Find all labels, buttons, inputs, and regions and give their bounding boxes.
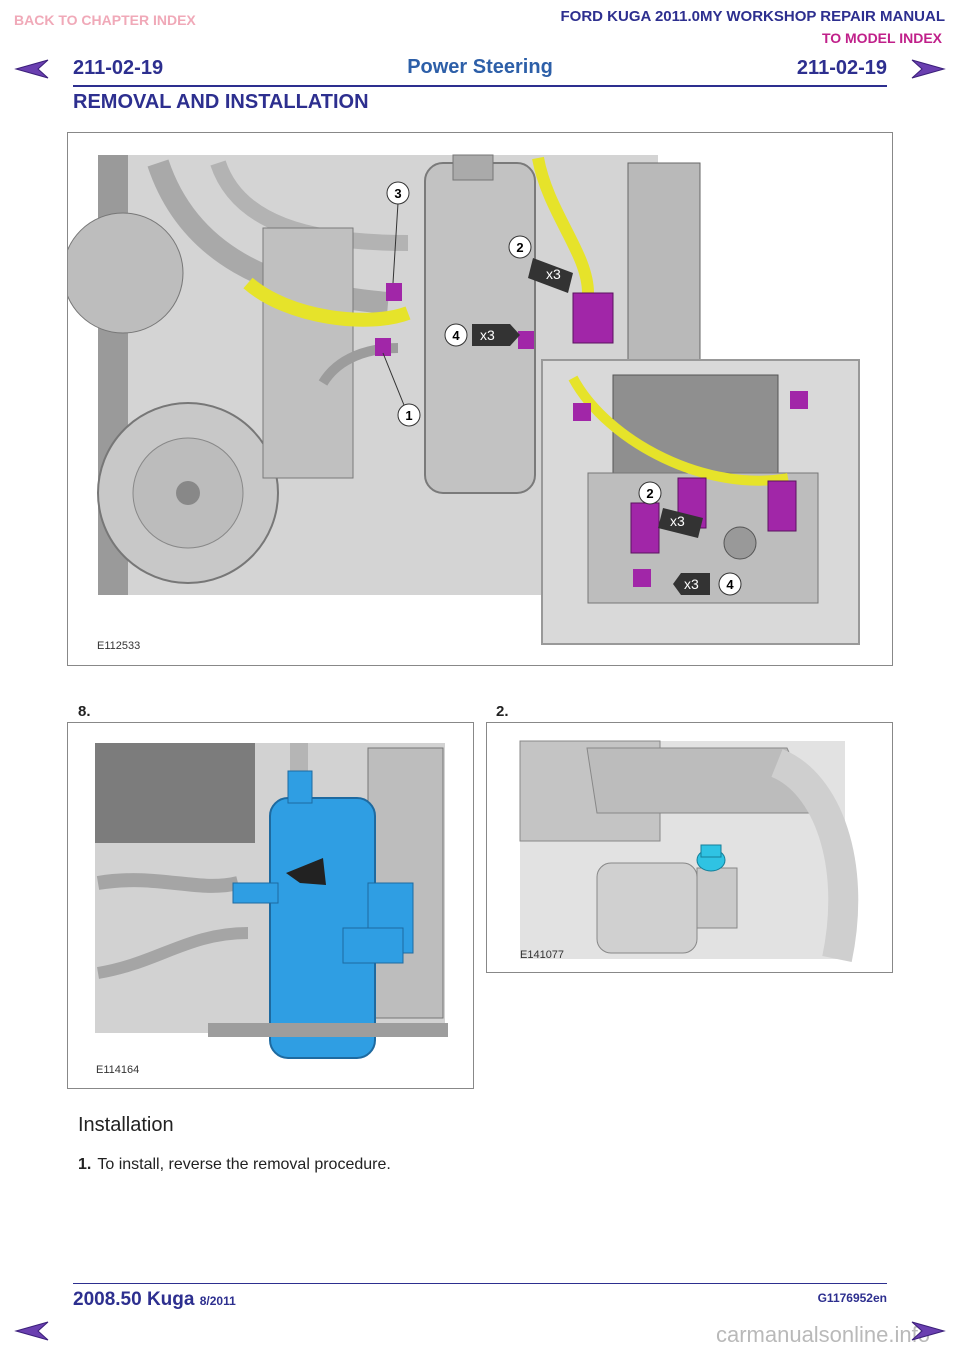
svg-text:x3: x3 [670, 513, 685, 529]
detail-inset: 2 x3 x3 4 [541, 359, 860, 645]
multiplier-x3-upper: x3 [528, 258, 573, 293]
footer-date: 8/2011 [199, 1294, 236, 1308]
svg-text:4: 4 [452, 328, 460, 343]
engine-bay-drawing [519, 740, 859, 963]
pump-removal-drawing [95, 743, 448, 1059]
svg-text:1: 1 [405, 408, 412, 423]
footer-model: 2008.50 Kuga 8/2011 [73, 1289, 236, 1311]
figure-label: E114164 [96, 1064, 140, 1076]
svg-text:2: 2 [646, 486, 653, 501]
next-page-arrow-icon[interactable] [910, 1320, 946, 1342]
svg-text:x3: x3 [546, 266, 561, 282]
page-number-left: 211-02-19 [73, 57, 164, 79]
footer-model-name: 2008.50 Kuga [73, 1289, 195, 1310]
manual-title: FORD KUGA 2011.0MY WORKSHOP REPAIR MANUA… [560, 8, 946, 25]
step-2-illustration: E141077 [486, 722, 893, 973]
header-rule [73, 85, 887, 87]
main-illustration: 3 2 x3 4 x3 1 [67, 132, 893, 666]
installation-step-text: To install, reverse the removal procedur… [97, 1156, 391, 1173]
step-2-number: 2. [496, 703, 509, 720]
back-to-chapter-index-link[interactable]: BACK TO CHAPTER INDEX [14, 12, 196, 28]
callout-1: 1 [382, 352, 421, 427]
callout-4: 4 [444, 323, 468, 347]
pump-assembly-drawing: 3 2 x3 4 x3 1 [68, 154, 860, 645]
svg-text:x3: x3 [684, 576, 699, 592]
watermark: carmanualsonline.info [715, 1322, 930, 1347]
to-model-index-link[interactable]: TO MODEL INDEX [821, 30, 942, 46]
previous-page-arrow-icon[interactable] [14, 58, 50, 80]
svg-text:4: 4 [726, 577, 734, 592]
step-8-number: 8. [78, 703, 91, 720]
next-page-arrow-icon[interactable] [910, 58, 946, 80]
multiplier-x3-middle: x3 [472, 324, 520, 346]
svg-text:3: 3 [394, 186, 401, 201]
callout-3: 3 [386, 181, 410, 284]
footer-rule [73, 1283, 887, 1284]
installation-step-number: 1. [78, 1156, 92, 1173]
figure-label: E141077 [520, 949, 565, 961]
callout-2: 2 [508, 235, 532, 259]
footer-code: G1176952en [817, 1291, 887, 1305]
step-8-illustration: E114164 [67, 722, 474, 1089]
page-subheading: REMOVAL AND INSTALLATION [73, 91, 369, 113]
section-title: Power Steering [407, 56, 553, 78]
installation-step-1: 1. To install, reverse the removal proced… [78, 1156, 391, 1174]
svg-text:2: 2 [516, 240, 523, 255]
figure-label: E112533 [97, 640, 141, 652]
previous-page-arrow-icon[interactable] [14, 1320, 50, 1342]
page-number-right: 211-02-19 [796, 57, 887, 79]
installation-heading: Installation [78, 1114, 174, 1136]
svg-text:x3: x3 [480, 327, 495, 343]
